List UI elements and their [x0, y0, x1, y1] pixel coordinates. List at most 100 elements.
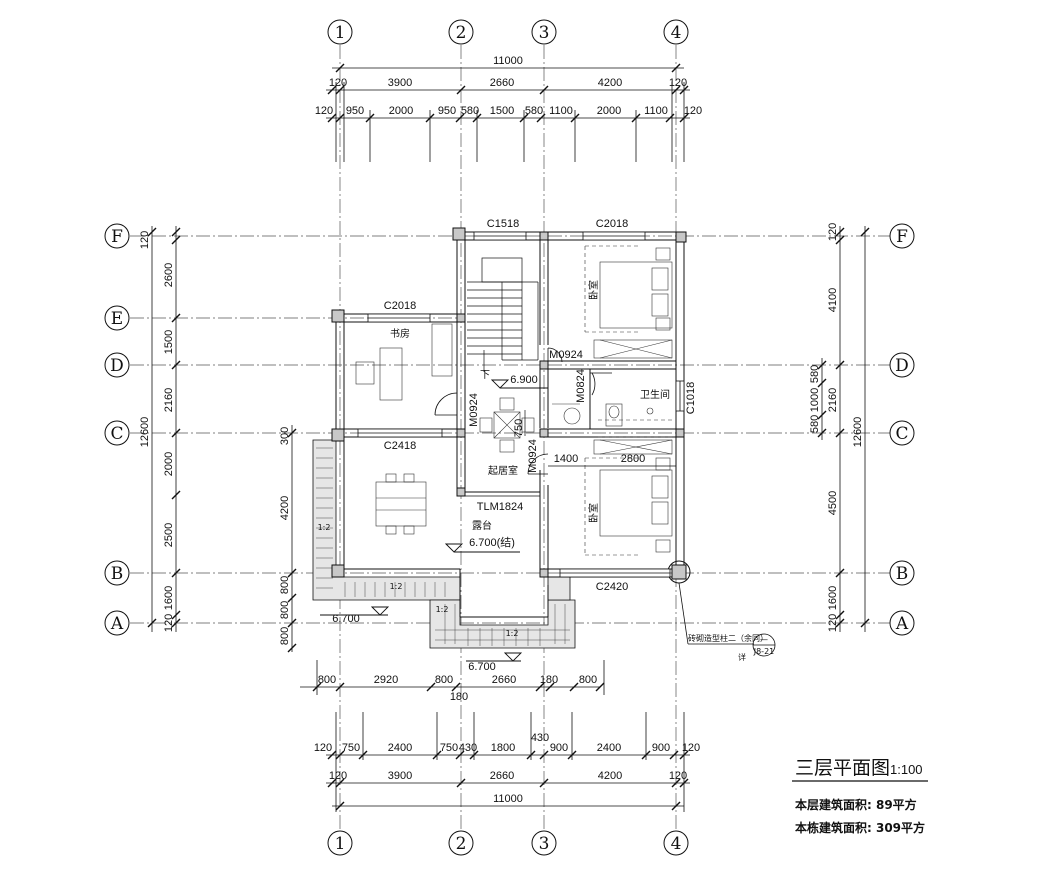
door-label-m0824: M0824: [575, 369, 587, 403]
doors: [434, 347, 612, 497]
dim-left-terrace-1: 4200: [279, 496, 291, 520]
slope-label-2: 1:2: [390, 582, 403, 591]
dim-top-total: 11000: [493, 55, 523, 67]
dim-interior-750: 750: [513, 419, 525, 437]
elevation-6700-structure: 6.700(结): [469, 536, 515, 549]
axis-label-row-e: E: [111, 309, 123, 329]
dim-bottom-bay-3: 4200: [598, 770, 622, 782]
detail-note-text: 砖砌造型柱二（余同）: [688, 633, 768, 643]
window-label-c2018-study: C2018: [384, 300, 416, 312]
dim-left-span-1: 2600: [163, 263, 175, 287]
detail-ref-top: —: [760, 635, 768, 644]
door-label-m0924-study: M0924: [468, 393, 480, 427]
elevation-6700-left: 6.700: [332, 613, 360, 625]
interior-dim-lines: [524, 410, 676, 467]
dim-left-span-7: 120: [163, 614, 175, 632]
axis-bubbles-top: [327, 19, 689, 45]
dim-bottom-bay-0: 120: [329, 770, 347, 782]
dim-right-span-3: 4500: [827, 491, 839, 515]
floor-area-text: 本层建筑面积: 89平方: [795, 797, 917, 812]
dim-top-detail-0: 120: [315, 105, 333, 117]
dim-top-bay-1: 3900: [388, 77, 412, 89]
dim-bottom-detail-3: 750: [440, 742, 458, 754]
detail-callout: [678, 582, 776, 657]
axis-label-col-4-bottom: 4: [671, 834, 682, 854]
axis-label-row-b: B: [111, 564, 124, 584]
dim-left-span-2: 1500: [163, 330, 175, 354]
staircase: [467, 257, 539, 372]
dim-bottom-total: 11000: [493, 793, 523, 805]
detail-note-see: 详: [738, 652, 746, 662]
elevation-markers: [320, 379, 548, 662]
terrace-tile-pattern: [316, 447, 570, 646]
elevation-6700-bottom: 6.700: [468, 661, 496, 673]
axis-label-col-4: 4: [671, 23, 682, 43]
axis-label-row-f-right: F: [896, 227, 908, 247]
dim-bottom-extra-1: 2920: [374, 674, 398, 686]
dim-top-detail-10: 120: [684, 105, 702, 117]
axis-label-col-2: 2: [456, 23, 467, 43]
axis-label-col-3: 3: [539, 23, 550, 43]
room-label-study: 书房: [390, 327, 410, 340]
axis-bubbles-bottom: [327, 830, 689, 856]
dim-left-terrace-2: 800: [279, 576, 291, 594]
dim-top-detail-4: 580: [461, 105, 479, 117]
dim-top-detail-5: 1500: [490, 105, 514, 117]
axis-label-col-1-bottom: 1: [335, 834, 346, 854]
room-label-bedroom-bottom: 卧室: [587, 503, 600, 523]
structural-columns: [331, 227, 687, 580]
dim-top-detail-1: 950: [346, 105, 364, 117]
dim-bottom-detail-1: 750: [342, 742, 360, 754]
room-label-living: 起居室: [488, 464, 518, 477]
dim-left-total: 12600: [139, 417, 151, 448]
axis-bubbles-right: [889, 223, 915, 636]
stair-down-label: 下: [480, 370, 490, 381]
elevation-6900: 6.900: [510, 374, 538, 386]
dim-bottom-bay-1: 3900: [388, 770, 412, 782]
dim-right-span-5: 120: [827, 614, 839, 632]
dim-top-detail-6: 580: [525, 105, 543, 117]
dim-bottom-extra-0: 800: [318, 674, 336, 686]
axis-grid: [130, 45, 890, 830]
dim-bottom-extra-2: 800: [435, 674, 453, 686]
axis-label-row-c: C: [110, 424, 123, 444]
slope-label-3: 1:2: [436, 605, 449, 614]
dim-right-small-2: 580: [809, 415, 821, 433]
dim-left-span-0: 120: [139, 231, 151, 249]
window-label-c1518: C1518: [487, 218, 519, 230]
dim-top-bay-4: 120: [669, 77, 687, 89]
dim-bottom-detail-8: 2400: [597, 742, 621, 754]
dim-bottom-detail-2: 2400: [388, 742, 412, 754]
dim-left-span-6: 1600: [163, 586, 175, 610]
dim-bottom-extra-4: 180: [540, 674, 558, 686]
door-label-m0924-top: M0924: [549, 349, 583, 361]
dim-top-detail-8: 2000: [597, 105, 621, 117]
dim-bottom-detail-7: 900: [550, 742, 568, 754]
dim-top-detail-3: 950: [438, 105, 456, 117]
axis-label-row-d-right: D: [895, 356, 909, 376]
dim-bottom-extra-5: 800: [579, 674, 597, 686]
dim-left-terrace-4: 800: [279, 627, 291, 645]
dim-left-terrace-3: 800: [279, 601, 291, 619]
dim-right-span-4: 1600: [827, 586, 839, 610]
left-dimension-lines: [147, 226, 297, 653]
dim-bottom-bay-4: 120: [669, 770, 687, 782]
dim-right-small-0: 580: [809, 365, 821, 383]
slope-label-1: 1:2: [318, 523, 331, 532]
dim-bottom-detail-430-upper: 430: [531, 732, 549, 744]
window-label-c2018-top: C2018: [596, 218, 628, 230]
dim-left-span-4: 2000: [163, 452, 175, 476]
total-area-text: 本栋建筑面积: 309平方: [795, 820, 925, 835]
dim-right-small-1: 1000: [809, 388, 821, 412]
drawing-title: 三层平面图: [795, 757, 890, 779]
dim-bottom-extra-6: 180: [450, 691, 468, 703]
right-dimension-lines: [817, 226, 870, 632]
dim-left-terrace-0: 300: [279, 427, 291, 445]
room-label-bedroom-top: 卧室: [587, 280, 600, 300]
room-label-terrace: 露台: [472, 519, 492, 532]
axis-label-row-d: D: [110, 356, 124, 376]
dim-interior-2800: 2800: [621, 453, 645, 465]
drawing-scale: 1:100: [890, 762, 923, 777]
window-label-c2418: C2418: [384, 440, 416, 452]
detail-ref-bottom: J8-21: [753, 647, 775, 656]
